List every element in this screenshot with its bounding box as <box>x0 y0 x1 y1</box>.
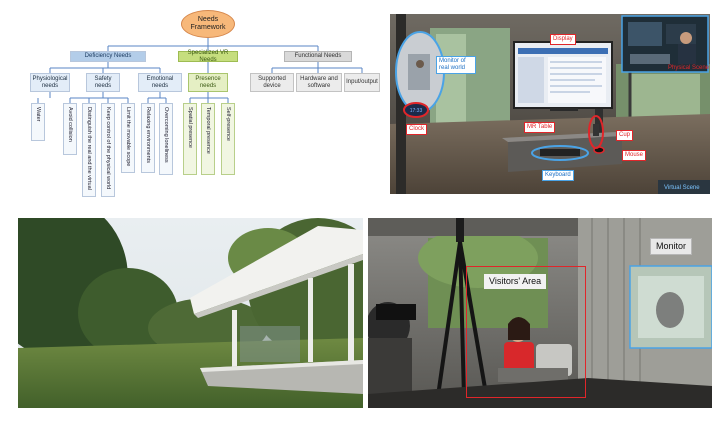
leaf-distinguish-real-virtual: Distinguish the real and the virtual <box>82 103 96 197</box>
tree-connectors <box>37 38 363 103</box>
physiological-needs-node: Physiological needs <box>30 73 70 92</box>
clock-label: Clock <box>406 124 428 135</box>
mixed-reality-scene-photo: 17:33 Monitor of real world Display Cloc… <box>390 14 710 194</box>
leaf-keep-control: Keep control of the physical world <box>101 103 115 197</box>
leaf-label: Keep control of the physical world <box>105 107 111 190</box>
leaf-label: Limit the movable scope <box>125 107 131 167</box>
leaf-label: Distinguish the real and the virtual <box>86 107 92 190</box>
leaf-label: Self-presence <box>225 107 231 141</box>
mixed-reality-scene-drawing: 17:33 <box>390 14 710 194</box>
pavilion-drawing <box>18 218 363 408</box>
display-label: Display <box>550 34 576 45</box>
input-output-node: Input/output <box>344 73 380 92</box>
hardware-software-node: Hardware and software <box>296 73 342 92</box>
leaf-overcoming-loneliness: Overcoming loneliness <box>159 103 173 175</box>
visitors-area-frame <box>466 266 586 398</box>
cup-label: Cup <box>616 130 634 141</box>
glass-pavilion-photo <box>18 218 363 408</box>
leaf-temporal-presence: Temporal presence <box>201 103 215 175</box>
presence-needs-node: Presence needs <box>188 73 228 92</box>
supported-device-node: Supported device <box>250 73 294 92</box>
leaf-label: Relaxing environments <box>145 107 151 163</box>
needs-framework-diagram: Needs Framework Deficiency Needs Special… <box>0 0 380 200</box>
visitor-scene-photo: Visitors' Area Monitor <box>368 218 712 408</box>
leaf-avoid-collision: Avoid collision <box>63 103 77 155</box>
clock-readout: 17:33 <box>410 108 423 114</box>
leaf-label: Avoid collision <box>67 107 73 142</box>
keyboard-label: Keyboard <box>542 170 574 181</box>
emotional-needs-node: Emotional needs <box>138 73 182 92</box>
leaf-label: Overcoming loneliness <box>163 107 169 163</box>
functional-needs-node: Functional Needs <box>284 51 352 62</box>
physical-scene-label: Physical Scene <box>668 65 710 71</box>
leaf-relaxing-environments: Relaxing environments <box>141 103 155 173</box>
safety-needs-node: Safety needs <box>86 73 120 92</box>
leaf-label: Spatial presence <box>187 107 193 148</box>
leaf-label: Temporal presence <box>205 107 211 154</box>
leaf-water: Water <box>31 103 45 141</box>
root-node: Needs Framework <box>181 10 235 38</box>
monitor-of-real-world-label: Monitor of real world <box>436 56 476 74</box>
specialized-vr-needs-node: Specialized VR Needs <box>178 50 238 63</box>
monitor-label: Monitor <box>650 238 693 255</box>
deficiency-needs-node: Deficiency Needs <box>70 51 146 62</box>
leaf-self-presence: Self-presence <box>221 103 235 175</box>
visitors-area-label: Visitors' Area <box>484 274 547 289</box>
virtual-scene-label: Virtual Scene <box>664 185 700 191</box>
mouse-label: Mouse <box>622 150 647 161</box>
leaf-limit-movable-scope: Limit the movable scope <box>121 103 135 173</box>
mr-table-label: MR Table <box>524 122 556 133</box>
leaf-spatial-presence: Spatial presence <box>183 103 197 175</box>
leaf-label: Water <box>35 107 41 122</box>
